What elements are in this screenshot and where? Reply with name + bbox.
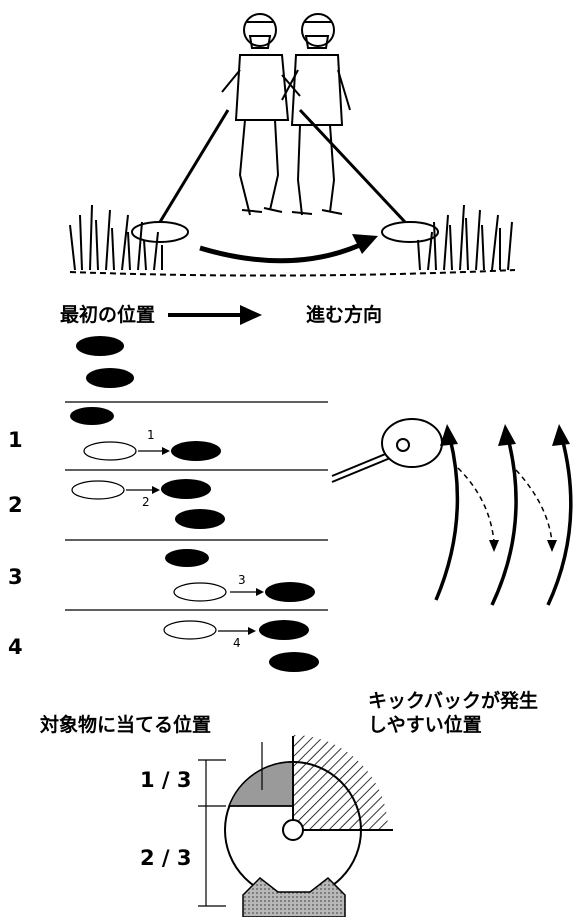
footprint-filled (265, 582, 315, 602)
step-arrow-label: 4 (233, 636, 241, 650)
footprint-filled (76, 336, 124, 356)
footprint-outline (164, 621, 216, 639)
footprint-steps (65, 336, 328, 672)
footprint-filled (259, 620, 309, 640)
footprint-filled (161, 479, 211, 499)
swing-arc-head (498, 424, 516, 446)
footprint-outline (84, 442, 136, 460)
swing-arc (548, 438, 571, 605)
initial-position-label: 最初の位置 (60, 300, 155, 327)
return-arc-head (547, 540, 557, 552)
step-number: 2 (8, 493, 23, 517)
one-third-label: 1 / 3 (140, 768, 192, 792)
swing-arc (436, 438, 457, 600)
swing-arc (492, 438, 516, 605)
step-arrow-label: 2 (142, 495, 150, 509)
footprint-filled (175, 509, 225, 529)
grass-left (70, 205, 162, 270)
blade-diagram (198, 735, 393, 917)
step-arrow-label: 3 (238, 573, 246, 587)
swing-arc-head (552, 424, 570, 446)
step-arrow-label: 1 (147, 428, 155, 442)
right-cutter-shaft (300, 110, 405, 222)
footprint-filled (86, 368, 134, 388)
footprint-outline (174, 583, 226, 601)
return-arc (516, 470, 552, 542)
return-arc (458, 468, 494, 542)
swing-arc-head (440, 424, 458, 446)
direction-label: 進む方向 (306, 300, 382, 327)
operator-left (222, 14, 300, 215)
footprint-filled (70, 407, 114, 425)
step-number: 4 (8, 635, 23, 659)
kickback-label-line2: しやすい位置 (368, 710, 482, 737)
blade-hub (283, 820, 303, 840)
right-cutter-head (382, 222, 438, 242)
footprint-filled (165, 549, 209, 567)
footprint-outline (72, 481, 124, 499)
direction-arrow-head (240, 305, 262, 325)
cutter-blade (382, 419, 442, 467)
footprint-filled (171, 441, 221, 461)
step-number: 3 (8, 565, 23, 589)
swing-arrow-head (352, 234, 378, 254)
contact-position-label: 対象物に当てる位置 (40, 710, 211, 737)
step-arrow-head (152, 486, 160, 494)
step-number: 1 (8, 428, 23, 452)
kickback-label-line1: キックバックが発生 (368, 686, 538, 713)
return-arc-head (489, 540, 499, 552)
cutter-swing-diagram (332, 419, 571, 605)
left-cutter-shaft (160, 110, 228, 222)
step-arrow-head (248, 627, 256, 635)
step-arrow-head (162, 447, 170, 455)
step-arrow-head (256, 588, 264, 596)
two-thirds-label: 2 / 3 (140, 846, 192, 870)
contact-zone (229, 762, 293, 806)
swing-arrow (200, 245, 360, 261)
footprint-filled (269, 652, 319, 672)
operator-right (282, 14, 350, 215)
